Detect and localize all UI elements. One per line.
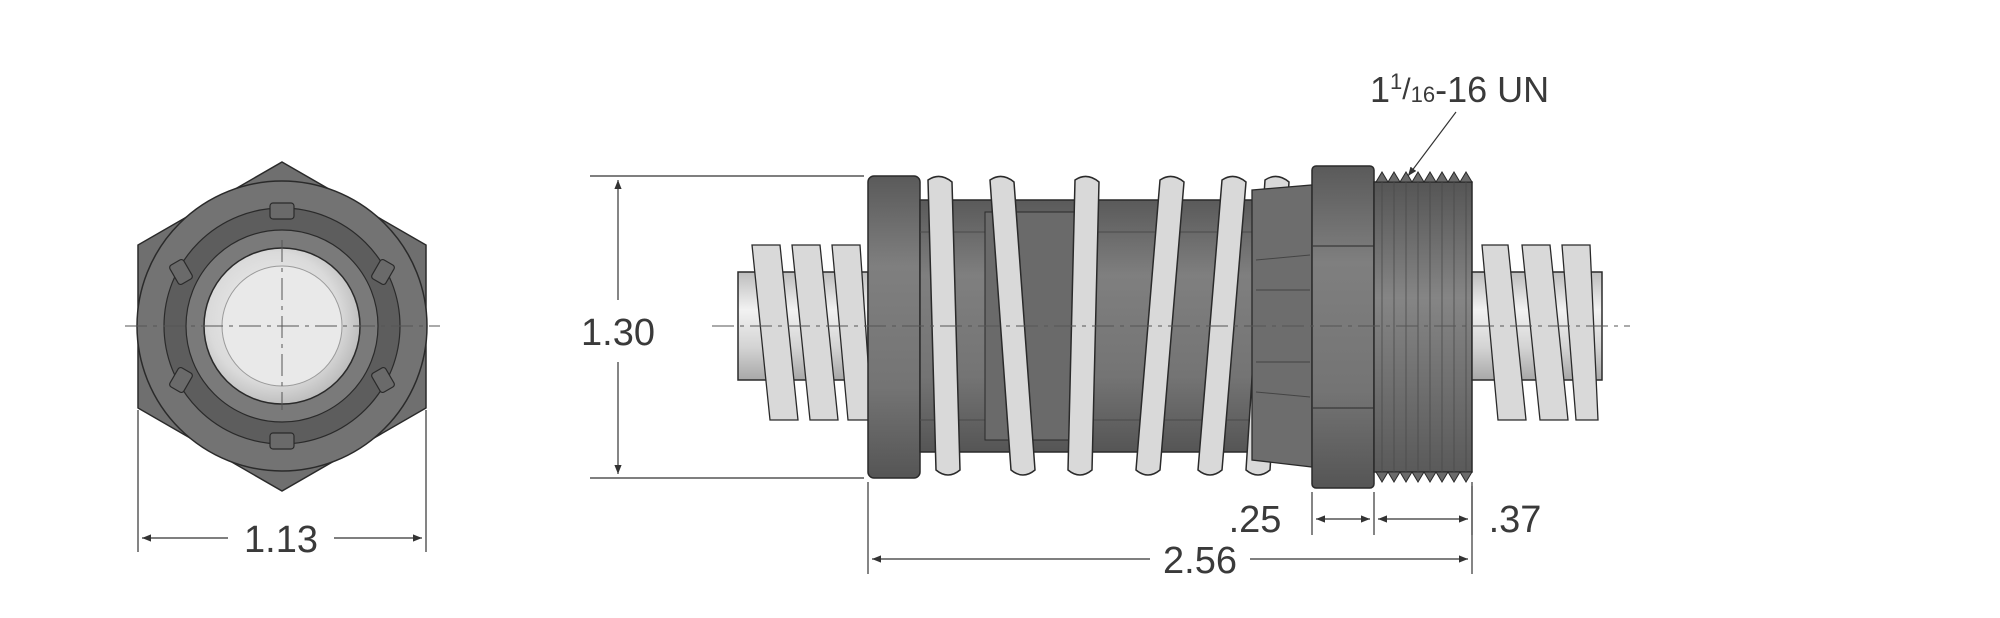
retaining-tabs [169, 202, 395, 450]
thread-numerator: 1 [1390, 69, 1402, 94]
spring-right [1481, 244, 1599, 421]
thread-lines [1381, 182, 1467, 472]
dim-label-body-diameter: 1.30 [581, 312, 655, 354]
thread-teeth [1375, 171, 1473, 483]
dim-label-nut-thickness: .25 [1229, 499, 1282, 541]
thread-spec-label: 11/16-16 UN [1370, 69, 1549, 110]
dim-nut-thickness: .25 [1229, 492, 1375, 541]
thread-denominator: 16 [1411, 82, 1435, 107]
thread-rest: -16 UN [1435, 69, 1549, 110]
dim-body-diameter: 1.30 [581, 175, 864, 479]
thread-whole: 1 [1370, 69, 1390, 110]
thread-callout: 11/16-16 UN [1370, 69, 1549, 177]
end-view [125, 161, 440, 492]
threaded-section [1373, 181, 1473, 473]
lock-nut [1311, 165, 1375, 489]
dim-end-view-width: 1.13 [137, 410, 427, 561]
thread-slash: / [1402, 73, 1411, 106]
dim-label-end-width: 1.13 [244, 519, 318, 561]
dim-overall-length: 2.56 [867, 482, 1473, 582]
spring-left [751, 244, 873, 421]
dim-label-overall-length: 2.56 [1163, 540, 1237, 582]
side-view [712, 165, 1630, 489]
dim-thread-length: .37 [1378, 486, 1541, 541]
front-flange [867, 175, 921, 479]
dim-label-thread-length: .37 [1489, 499, 1542, 541]
